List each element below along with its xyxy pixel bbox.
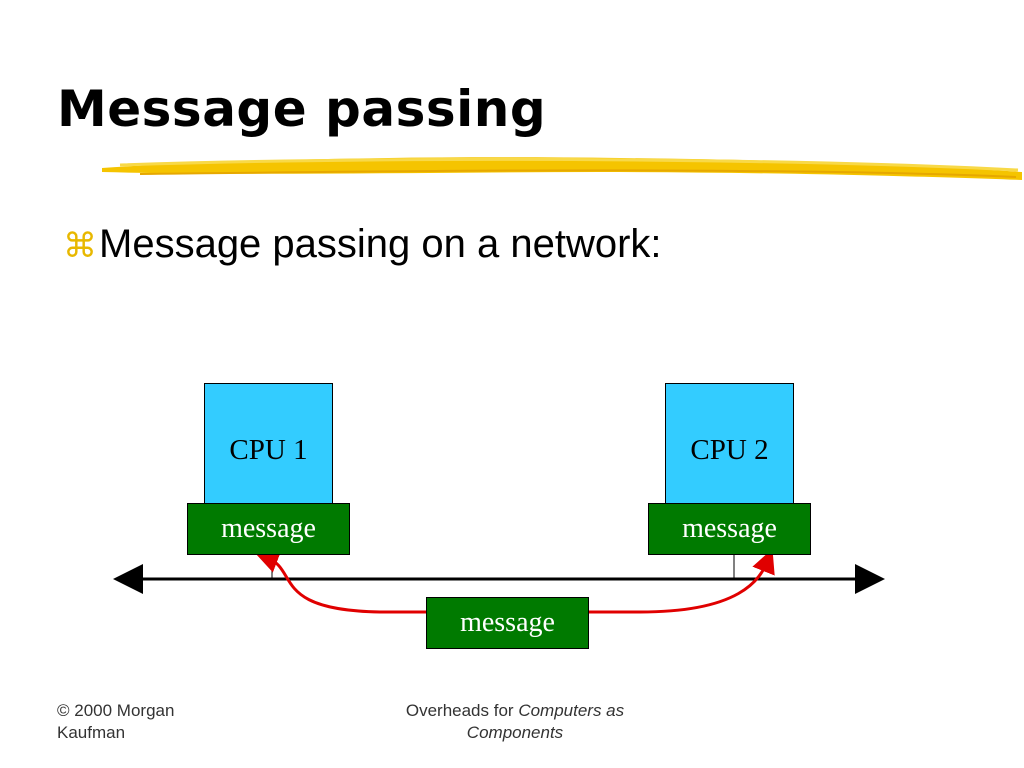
footer-overheads: Overheads for Computers as Components bbox=[370, 700, 660, 744]
cpu1-message-box: message bbox=[187, 503, 350, 555]
message-flow-arrow bbox=[254, 548, 775, 614]
footer-overheads-prefix: Overheads for bbox=[405, 701, 519, 720]
cpu2-message-box: message bbox=[648, 503, 811, 555]
title-underline-brushstroke bbox=[102, 157, 1022, 180]
footer-book-title: Computers as Components bbox=[466, 701, 625, 742]
cpu2-box: CPU 2 bbox=[665, 383, 794, 504]
bullet-text: Message passing on a network: bbox=[99, 222, 662, 266]
command-key-icon: ⌘ bbox=[63, 227, 97, 265]
footer-copyright: © 2000 Morgan Kaufman bbox=[57, 701, 175, 742]
transit-message-box: message bbox=[426, 597, 589, 649]
bullet-item: ⌘Message passing on a network: bbox=[63, 222, 662, 267]
cpu1-box: CPU 1 bbox=[204, 383, 333, 504]
slide-title: Message passing bbox=[57, 80, 547, 138]
